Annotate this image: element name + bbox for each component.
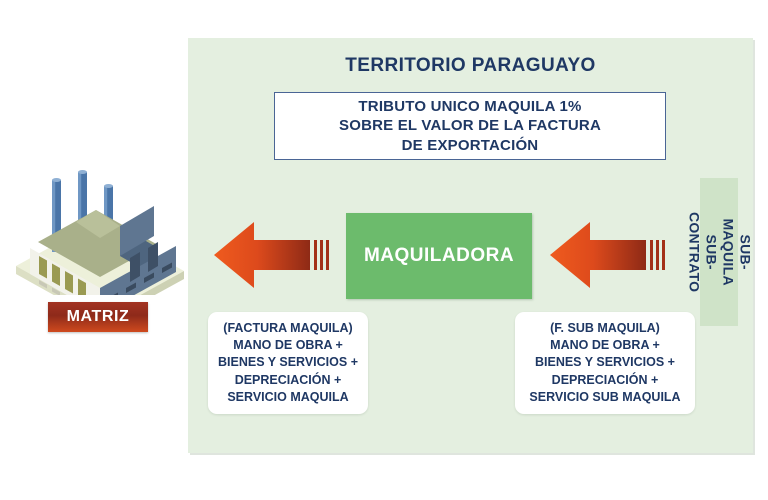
tributo-unico-box: TRIBUTO UNICO MAQUILA 1% SOBRE EL VALOR … <box>274 92 666 160</box>
sub-maquila-badge: SUB-MAQUILA SUB-CONTRATO <box>686 178 753 326</box>
left-arrow-icon <box>214 222 329 288</box>
right-arrow-icon <box>550 222 665 288</box>
factura-maquila-box: (FACTURA MAQUILA) MANO DE OBRA + BIENES … <box>208 312 368 414</box>
factura-maquila-text: (FACTURA MAQUILA) MANO DE OBRA + BIENES … <box>218 320 358 404</box>
matriz-label-text: MATRIZ <box>66 308 130 325</box>
factory-windows-right <box>130 242 158 282</box>
factory-windows-left <box>39 256 86 295</box>
maquiladora-node: MAQUILADORA <box>346 213 532 299</box>
factory-illustration <box>8 170 188 295</box>
tributo-unico-text: TRIBUTO UNICO MAQUILA 1% SOBRE EL VALOR … <box>339 97 601 154</box>
sub-maquila-label: SUB-MAQUILA SUB-CONTRATO <box>685 211 754 293</box>
factory-vents <box>113 262 172 295</box>
arrow-to-matriz <box>214 220 332 290</box>
page-title: TERRITORIO PARAGUAYO <box>345 55 596 76</box>
factura-sub-maquila-box: (F. SUB MAQUILA) MANO DE OBRA + BIENES Y… <box>515 312 695 414</box>
factura-sub-maquila-text: (F. SUB MAQUILA) MANO DE OBRA + BIENES Y… <box>529 320 681 404</box>
matriz-badge: MATRIZ <box>48 302 148 332</box>
arrow-from-sub-maquila <box>550 220 668 290</box>
factory-icon <box>16 170 184 295</box>
territorio-paraguayo-panel: TERRITORIO PARAGUAYO TRIBUTO UNICO MAQUI… <box>188 38 753 453</box>
maquiladora-label: MAQUILADORA <box>363 245 515 266</box>
